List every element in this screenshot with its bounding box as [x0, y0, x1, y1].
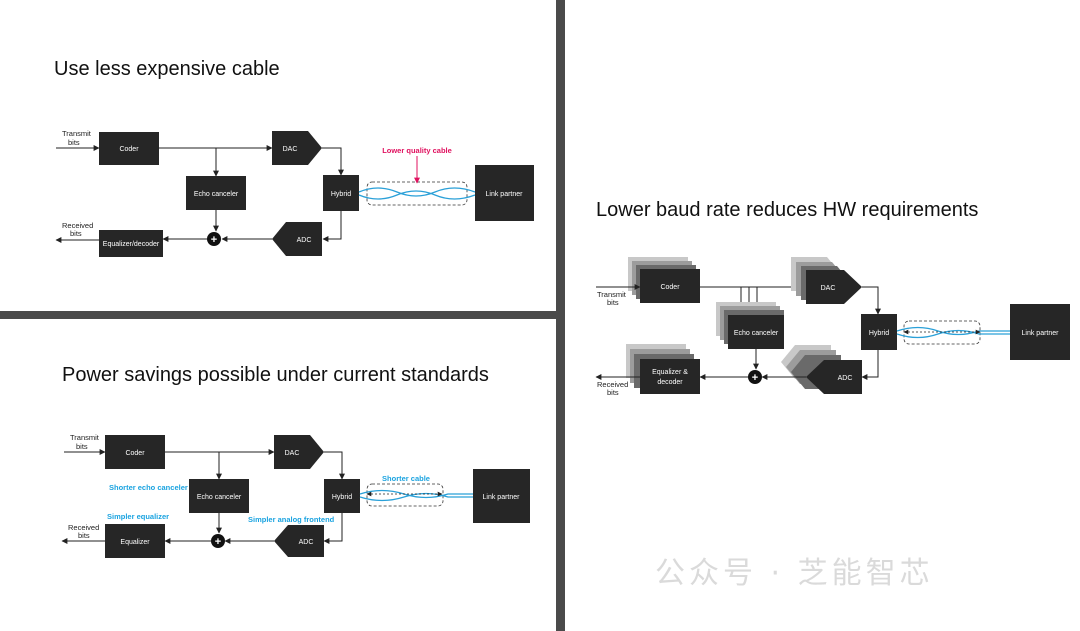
dac-block — [806, 270, 862, 304]
cable-outline — [366, 483, 444, 507]
received-label-line1: Received — [597, 380, 628, 389]
coder-label: Coder — [119, 146, 139, 153]
hybrid-label: Hybrid — [869, 330, 889, 337]
received-label-line1: Received — [68, 523, 99, 532]
dac-label: DAC — [285, 450, 300, 457]
summing-node — [207, 232, 221, 246]
svg-text:+: + — [215, 536, 221, 548]
hybrid-block — [324, 479, 360, 513]
diagram-bottom: Transmit bits Coder DAC Echo canceler Sh… — [61, 433, 530, 558]
transmit-label-line2: bits — [607, 298, 619, 307]
cable-wire-a — [358, 187, 476, 197]
received-label-line1: Received — [62, 221, 93, 230]
svg-text:+: + — [211, 234, 217, 246]
summing-node — [211, 534, 225, 548]
equalizer-block — [105, 524, 165, 558]
echo-canceler-block — [189, 479, 249, 513]
vertical-divider — [556, 0, 565, 631]
hybrid-label: Hybrid — [332, 494, 352, 501]
cable-outline — [366, 181, 468, 206]
echo-canceler-label: Echo canceler — [734, 330, 779, 337]
equalizer-decoder-label-line2: decoder — [657, 379, 683, 386]
adc-label: ADC — [838, 375, 853, 382]
hybrid-label: Hybrid — [331, 191, 351, 198]
received-label-line2: bits — [607, 388, 619, 397]
hybrid-block — [861, 314, 897, 350]
shorter-echo-canceler-label: Shorter echo canceler — [109, 483, 188, 492]
diagram-top: Transmit bits Coder DAC Echo canceler Hy… — [55, 129, 534, 257]
link-partner-block — [1010, 304, 1070, 360]
panel-top-title: Use less expensive cable — [54, 58, 280, 80]
adc-block — [272, 222, 322, 256]
echo-canceler-label: Echo canceler — [197, 494, 242, 501]
link-partner-label: Link partner — [1022, 330, 1060, 337]
link-partner-label: Link partner — [486, 191, 524, 198]
equalizer-decoder-block — [640, 359, 700, 394]
shorter-cable-label: Shorter cable — [382, 474, 430, 483]
simpler-analog-frontend-label: Simpler analog frontend — [248, 515, 335, 524]
adc-label: ADC — [299, 539, 314, 546]
received-label-line2: bits — [78, 531, 90, 540]
transmit-label-line1: Transmit — [70, 433, 100, 442]
echo-canceler-block — [728, 315, 784, 349]
link-partner-label: Link partner — [483, 494, 521, 501]
summing-node — [748, 370, 762, 384]
dac-label: DAC — [283, 146, 298, 153]
simpler-equalizer-label: Simpler equalizer — [107, 512, 169, 521]
transmit-label-line1: Transmit — [62, 129, 92, 138]
horizontal-divider — [0, 311, 556, 319]
cable-wire-b — [358, 190, 476, 200]
diagram-right: Coder Transmit bits DAC Echo canceler Hy… — [595, 257, 1070, 397]
transmit-label-line2: bits — [76, 442, 88, 451]
transmit-label-line2: bits — [68, 138, 80, 147]
echo-canceler-block — [186, 176, 246, 210]
equalizer-decoder-block — [99, 230, 163, 257]
link-partner-block — [473, 469, 530, 523]
coder-label: Coder — [660, 284, 680, 291]
adc-block — [806, 360, 862, 394]
coder-label: Coder — [125, 450, 145, 457]
dac-block — [272, 131, 322, 165]
received-label-line2: bits — [70, 229, 82, 238]
transmit-label-line1: Transmit — [597, 290, 627, 299]
watermark: 公众号 · 芝能智芯 — [655, 556, 934, 591]
coder-block — [105, 435, 165, 469]
panel-bottom-title: Power savings possible under current sta… — [62, 364, 489, 386]
dac-label: DAC — [821, 285, 836, 292]
hybrid-block — [323, 175, 359, 211]
adc-label: ADC — [297, 237, 312, 244]
equalizer-label: Equalizer — [120, 539, 150, 546]
coder-block — [99, 132, 159, 165]
lower-quality-cable-label: Lower quality cable — [382, 146, 452, 155]
panel-right-title: Lower baud rate reduces HW requirements — [596, 199, 979, 221]
adc-block — [274, 525, 324, 557]
equalizer-decoder-label: Equalizer/decoder — [103, 241, 160, 248]
dac-block — [274, 435, 324, 469]
svg-text:+: + — [752, 372, 758, 384]
coder-block — [640, 269, 700, 303]
equalizer-decoder-label-line1: Equalizer & — [652, 369, 688, 376]
link-partner-block — [475, 165, 534, 221]
echo-canceler-label: Echo canceler — [194, 191, 239, 198]
